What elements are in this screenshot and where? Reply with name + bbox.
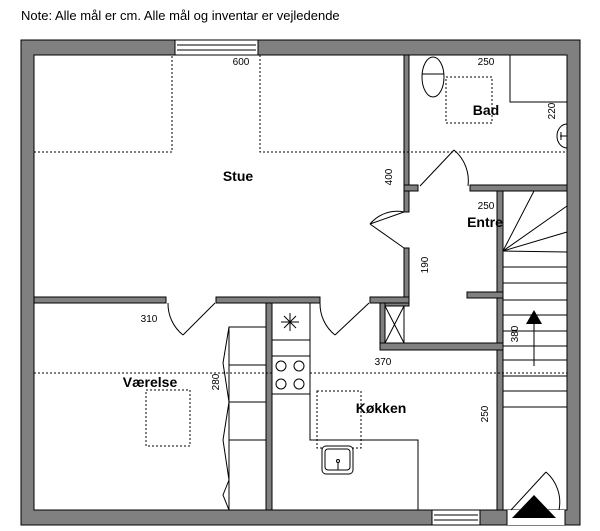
- dim-entre-width: 250: [478, 201, 495, 212]
- stair-up-arrow-icon: [526, 310, 542, 324]
- shaft: [384, 305, 405, 344]
- door-vaerelse[interactable]: [167, 302, 216, 336]
- dim-kokken-depth: 250: [480, 405, 491, 422]
- toilet-icon: [421, 56, 445, 98]
- window-top: [174, 39, 259, 56]
- room-label-vaerelse: Værelse: [123, 374, 178, 390]
- dim-kokken-width: 370: [375, 357, 392, 368]
- wardrobe: [222, 326, 266, 511]
- staircase: [502, 190, 568, 408]
- dim-bad-depth: 220: [547, 102, 558, 119]
- room-label-bad: Bad: [473, 102, 499, 118]
- door-stue-entre[interactable]: [369, 210, 405, 249]
- dim-stue-width: 600: [233, 57, 250, 68]
- window-bottom: [431, 509, 481, 526]
- kitchen-table: [316, 390, 362, 449]
- dim-entre-depth: 190: [420, 256, 431, 273]
- washbasin-icon: [556, 123, 568, 149]
- entrance-arrow-icon: [512, 495, 556, 518]
- sink-icon: [321, 445, 354, 475]
- dim-vaerelse-depth: 280: [211, 373, 222, 390]
- door-kokken[interactable]: [319, 302, 370, 336]
- kitchen-counter: [271, 303, 419, 510]
- bad-zone: [445, 76, 493, 124]
- fridge-icon: [281, 313, 299, 331]
- bed: [145, 389, 191, 447]
- interior-walls: [33, 54, 568, 511]
- room-label-stue: Stue: [223, 168, 254, 184]
- room-label-entre: Entre: [467, 214, 503, 230]
- outer-walls: [20, 39, 581, 526]
- dim-stue-depth: 400: [384, 168, 395, 185]
- door-bad[interactable]: [419, 149, 469, 187]
- plan-note: Note: Alle mål er cm. Alle mål og invent…: [21, 8, 340, 23]
- dim-vaerelse-width: 310: [141, 314, 158, 325]
- room-label-kokken: Køkken: [356, 400, 407, 416]
- dim-stair-depth: 380: [510, 325, 521, 342]
- dim-bad-width: 250: [478, 57, 495, 68]
